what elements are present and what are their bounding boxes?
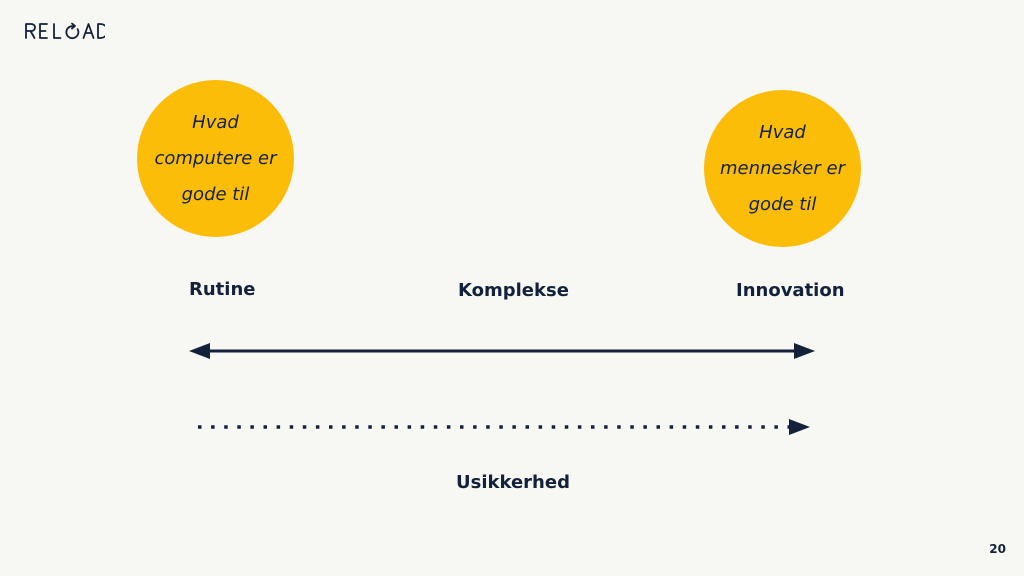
label-rutine: Rutine [189,279,256,300]
page-number: 20 [989,542,1006,556]
dotted-arrow [198,419,810,435]
humans-circle-text: Hvad mennesker er gode til [720,121,845,215]
computers-circle: Hvad computere er gode til [137,80,294,237]
reload-logo-icon [25,22,105,40]
computers-circle-text: Hvad computere er gode til [154,111,277,205]
double-headed-arrow [189,343,815,359]
label-innovation: Innovation [736,280,845,301]
label-komplekse: Komplekse [458,280,569,301]
double-arrow-right-head [794,343,815,359]
dotted-arrow-head [789,419,810,435]
humans-circle: Hvad mennesker er gode til [704,90,861,247]
label-usikkerhed: Usikkerhed [456,472,570,493]
double-arrow-left-head [189,343,210,359]
reload-logo [25,22,105,40]
